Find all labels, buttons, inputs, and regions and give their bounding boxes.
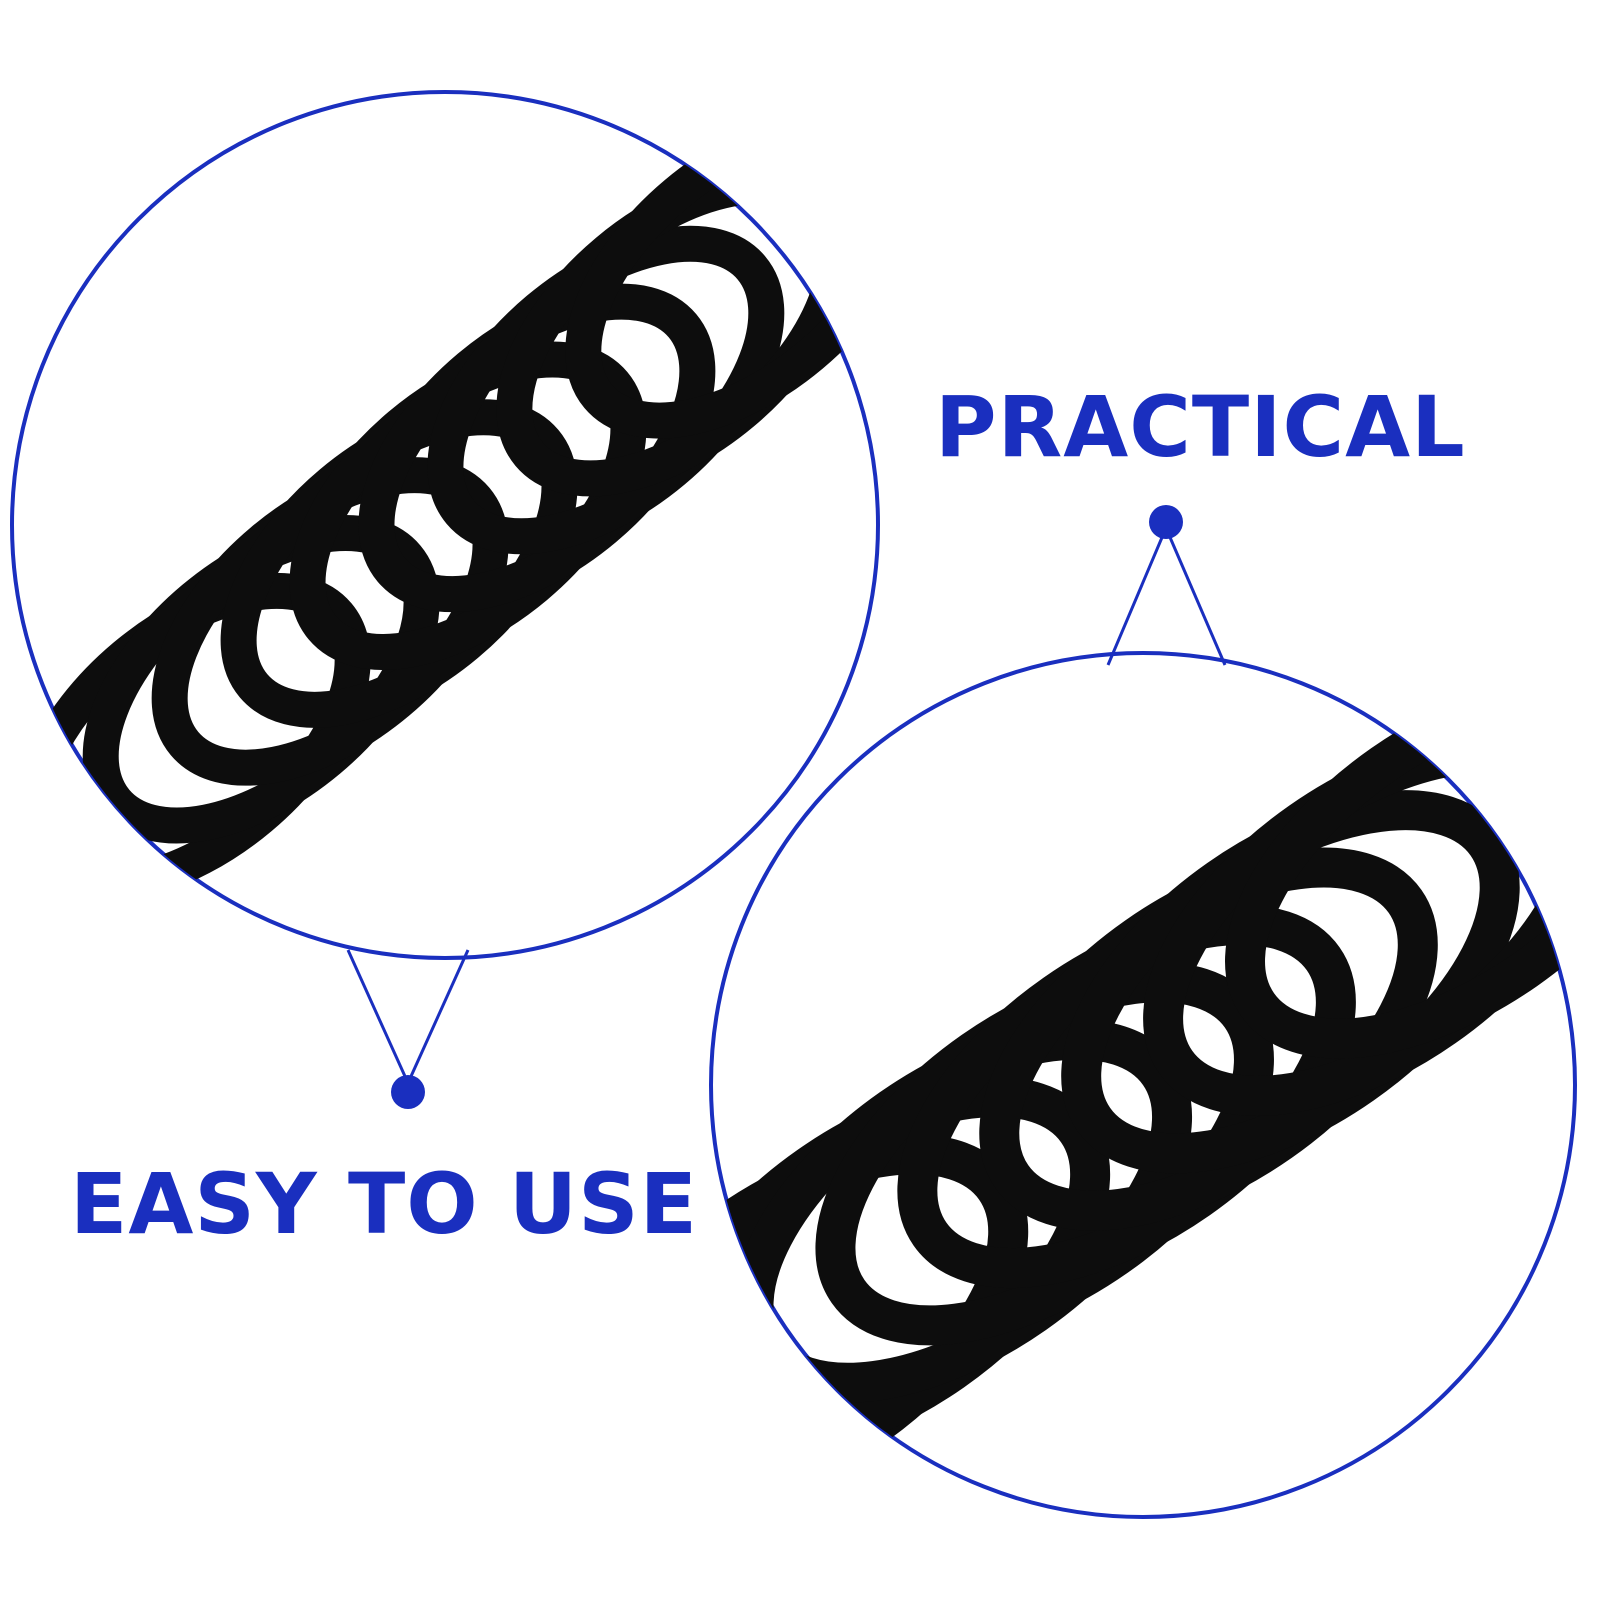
callout-dot-top [1149,505,1183,539]
practical-heading: PRACTICAL [935,378,1466,476]
callout-dot-bottom [391,1075,425,1109]
top-left-magnified-circle [10,90,880,1109]
easy-to-use-heading: EASY TO USE [70,1155,698,1253]
